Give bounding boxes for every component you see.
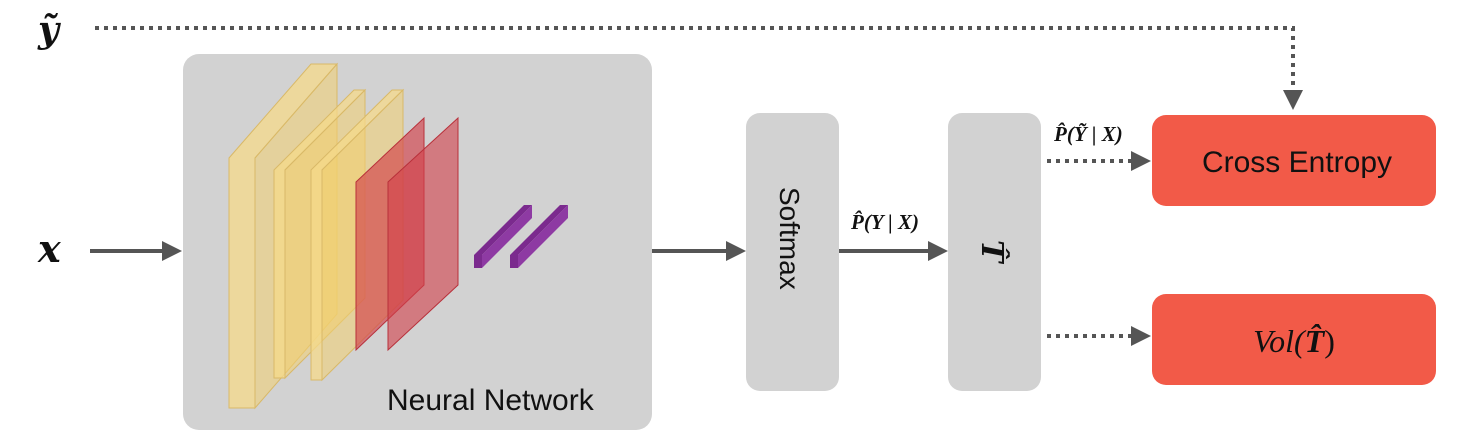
dense-layer-2-face [518, 205, 568, 268]
y-tilde-label: ỹ [37, 9, 61, 51]
y-tilde-dotted-line [95, 26, 1303, 110]
vol-t-hat-box [1152, 294, 1436, 385]
vol-prefix: Vol( [1253, 323, 1307, 359]
t-hat-label: T̂ [974, 240, 1009, 265]
x-label: x [37, 226, 62, 271]
cross-entropy-label: Cross Entropy [1202, 146, 1392, 179]
neural-network-label: Neural Network [387, 384, 595, 417]
dense-layer-1-face [482, 205, 532, 268]
vol-suffix: ) [1324, 323, 1335, 359]
vol-t-hat-symbol: T̂ [1305, 323, 1326, 359]
p-ytilde-given-x-label: P̂(Ỹ | X) [1053, 121, 1123, 146]
dense-layer-2 [510, 205, 568, 268]
dense-layer-1 [474, 205, 532, 268]
softmax-box [746, 113, 839, 391]
t-hat-box [948, 113, 1041, 391]
network-layers-illustration [228, 62, 568, 410]
p-y-given-x-label: P̂(Y | X) [850, 209, 919, 234]
cross-entropy-box [1152, 115, 1436, 206]
vol-t-hat-label: Vol(T̂) [1253, 323, 1335, 359]
red-layer-2 [387, 116, 459, 352]
softmax-label: Softmax [774, 187, 805, 290]
